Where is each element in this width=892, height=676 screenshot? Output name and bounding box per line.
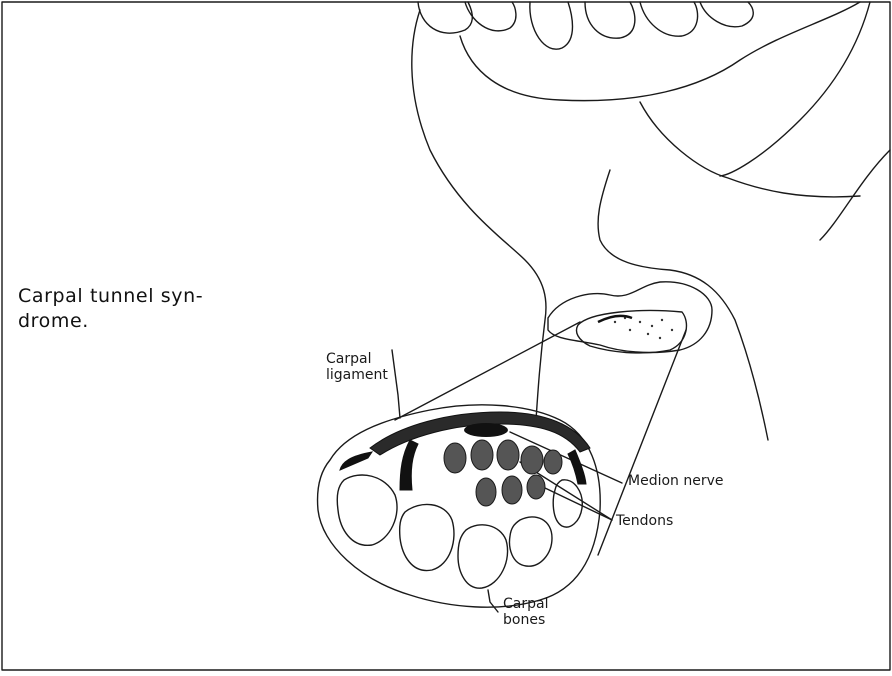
carpal-bone	[400, 504, 454, 570]
carpal-bone	[510, 517, 552, 566]
finger-outline	[700, 2, 753, 27]
tendon-shape	[544, 450, 562, 474]
carpal-bone	[337, 475, 397, 545]
tendon-shape	[527, 475, 545, 499]
carpal-bone	[458, 525, 508, 588]
wrist-outline	[598, 170, 768, 440]
hand-back-outline	[640, 102, 860, 197]
finger-outline	[640, 2, 698, 36]
hand-back-outline	[720, 2, 870, 176]
finger-outline	[465, 2, 516, 31]
carpal-ligament-band	[400, 440, 418, 490]
carpal-ligament-band	[568, 450, 586, 484]
tendon-shape	[444, 443, 466, 473]
label-tendons: Tendons	[616, 513, 673, 529]
label-carpal-bones: Carpal bones	[503, 596, 548, 628]
label-median-nerve: Medion nerve	[628, 473, 724, 489]
tunnel-section-outline	[318, 405, 601, 607]
tendon-shape	[476, 478, 496, 506]
tendon-shape	[471, 440, 493, 470]
tendon-shape	[497, 440, 519, 470]
bones-leader	[488, 590, 498, 612]
tendon-shape	[521, 446, 543, 474]
finger-outline	[530, 2, 573, 49]
wrist-outline	[412, 10, 546, 420]
median-nerve-shape	[464, 423, 508, 437]
carpal-ligament-band	[340, 452, 372, 470]
figure-caption: Carpal tunnel syn- drome.	[18, 284, 278, 334]
label-carpal-ligament: Carpal ligament	[326, 351, 388, 383]
finger-outline	[418, 2, 472, 33]
ligament-leader	[392, 350, 400, 418]
tendon-shape	[502, 476, 522, 504]
wrist-outline	[820, 150, 890, 240]
thumb-outline	[460, 2, 860, 101]
finger-outline	[585, 2, 635, 38]
